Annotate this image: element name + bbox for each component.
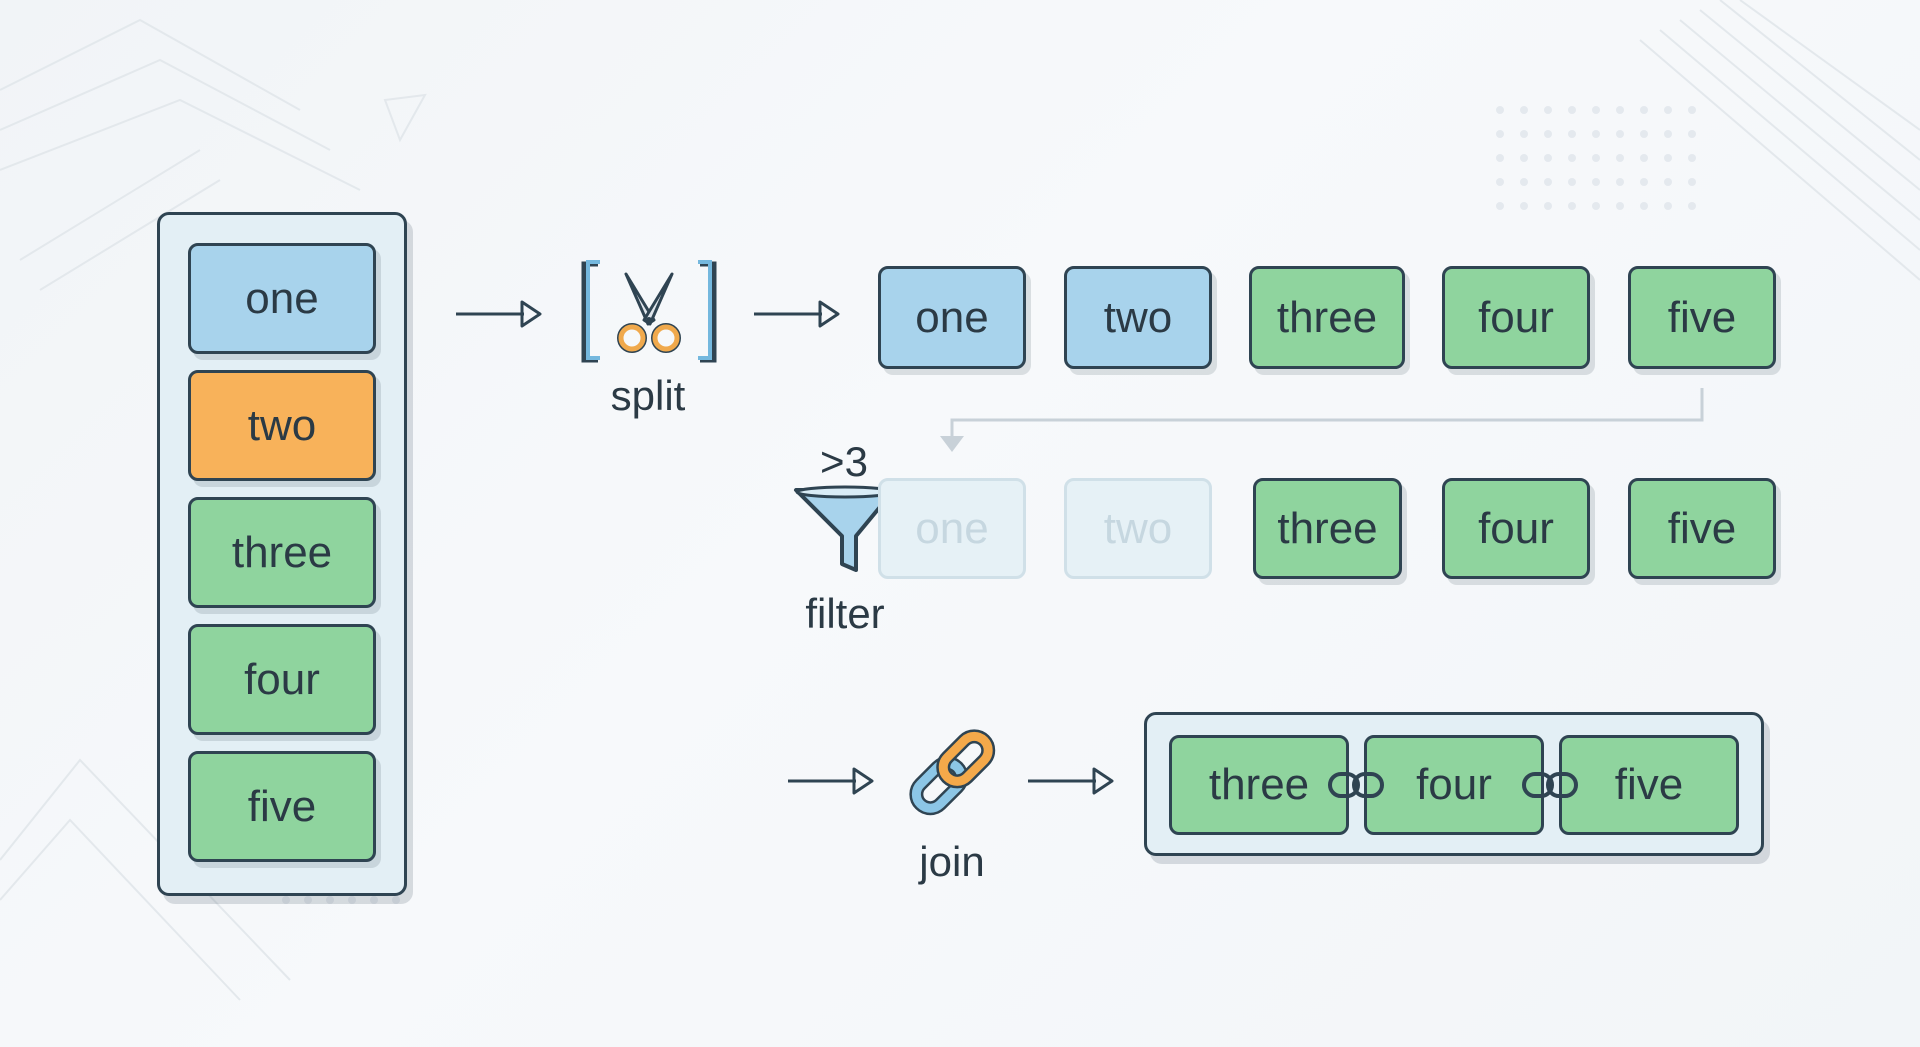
filter-rejected-two: two: [1064, 478, 1212, 579]
joined-item-three: three: [1169, 735, 1349, 835]
joined-item-five: five: [1559, 735, 1739, 835]
split-output-two: two: [1064, 266, 1212, 369]
filter-condition: >3: [820, 438, 868, 485]
arrow-from-split: [754, 300, 840, 328]
input-item-five: five: [188, 751, 376, 862]
input-item-one: one: [188, 243, 376, 354]
arrow-to-join: [788, 767, 874, 795]
split-output-one: one: [878, 266, 1026, 369]
input-item-three: three: [188, 497, 376, 608]
filter-kept-four: four: [1442, 478, 1590, 579]
arrow-from-join: [1028, 767, 1114, 795]
join-label: join: [919, 838, 985, 885]
joined-item-four: four: [1364, 735, 1544, 835]
split-output-three: three: [1249, 266, 1405, 369]
link-connector-icon: [1522, 772, 1578, 798]
chain-link-icon: [909, 729, 996, 816]
split-output-four: four: [1442, 266, 1590, 369]
filter-kept-five: five: [1628, 478, 1776, 579]
filter-label: filter: [805, 590, 885, 637]
filter-kept-three: three: [1253, 478, 1402, 579]
filter-rejected-one: one: [878, 478, 1026, 579]
input-item-four: four: [188, 624, 376, 735]
input-item-two: two: [188, 370, 376, 481]
scissors-in-brackets-icon: [581, 260, 717, 363]
split-output-five: five: [1628, 266, 1776, 369]
split-label: split: [610, 372, 686, 419]
arrow-to-split: [456, 300, 542, 328]
link-connector-icon: [1328, 772, 1384, 798]
connector-to-filter: [940, 388, 1704, 452]
